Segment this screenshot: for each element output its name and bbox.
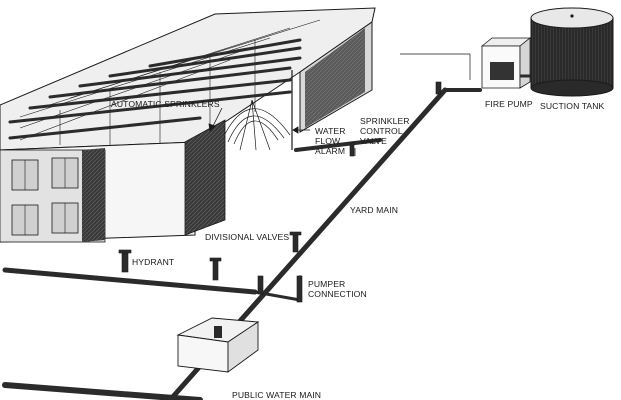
label-fire-pump: FIRE PUMP: [485, 99, 533, 109]
label-pumper-connection-line-1: PUMPER: [308, 279, 346, 289]
building: [0, 7, 376, 243]
label-yard-main: YARD MAIN: [350, 205, 399, 215]
label-water-flow-alarm-line-3: ALARM: [315, 146, 346, 156]
pump-house: [480, 37, 535, 89]
label-sprinkler-control-valve-line-3: VALVE: [360, 136, 387, 146]
valve-pit: [176, 317, 260, 373]
label-pumper-connection: PUMPER CONNECTION: [308, 279, 378, 299]
label-sprinkler-control-valve: SPRINKLER CONTROL VALVE: [360, 116, 420, 146]
label-pumper-connection-line-2: CONNECTION: [308, 289, 367, 299]
label-water-flow-alarm: WATER FLOW ALARM: [315, 126, 355, 156]
label-sprinkler-control-valve-line-1: SPRINKLER: [360, 116, 410, 126]
label-hydrant: HYDRANT: [132, 257, 175, 267]
label-divisional-valves: DIVISIONAL VALVES: [205, 232, 290, 242]
suction-tank: [530, 7, 614, 97]
label-automatic-sprinklers: AUTOMATIC SPRINKLERS: [111, 99, 220, 109]
label-sprinkler-control-valve-line-2: CONTROL: [360, 126, 403, 136]
label-water-flow-alarm-line-2: FLOW: [315, 136, 341, 146]
label-suction-tank: SUCTION TANK: [540, 101, 605, 111]
label-public-water-main: PUBLIC WATER MAIN: [232, 390, 322, 400]
label-water-flow-alarm-line-1: WATER: [315, 126, 346, 136]
sprinkler-spray: [221, 99, 291, 151]
valves: [118, 81, 442, 303]
sprinkler-piping: [8, 38, 302, 140]
